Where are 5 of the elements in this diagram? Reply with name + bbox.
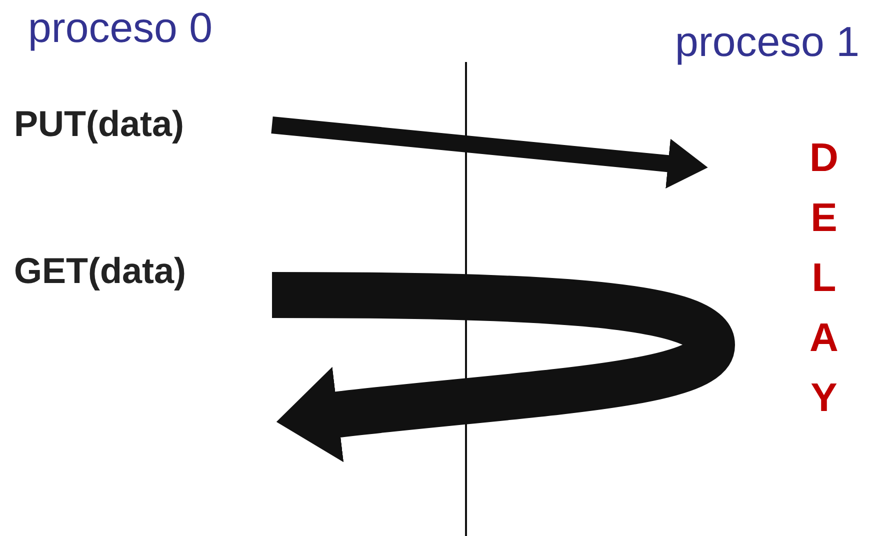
operation-label: PUT(data): [14, 104, 184, 144]
process-title: proceso 0: [28, 4, 212, 52]
delay-label: DELAY: [808, 135, 840, 422]
process-title: proceso 1: [675, 18, 860, 66]
operation-label: GET(data): [14, 251, 186, 291]
